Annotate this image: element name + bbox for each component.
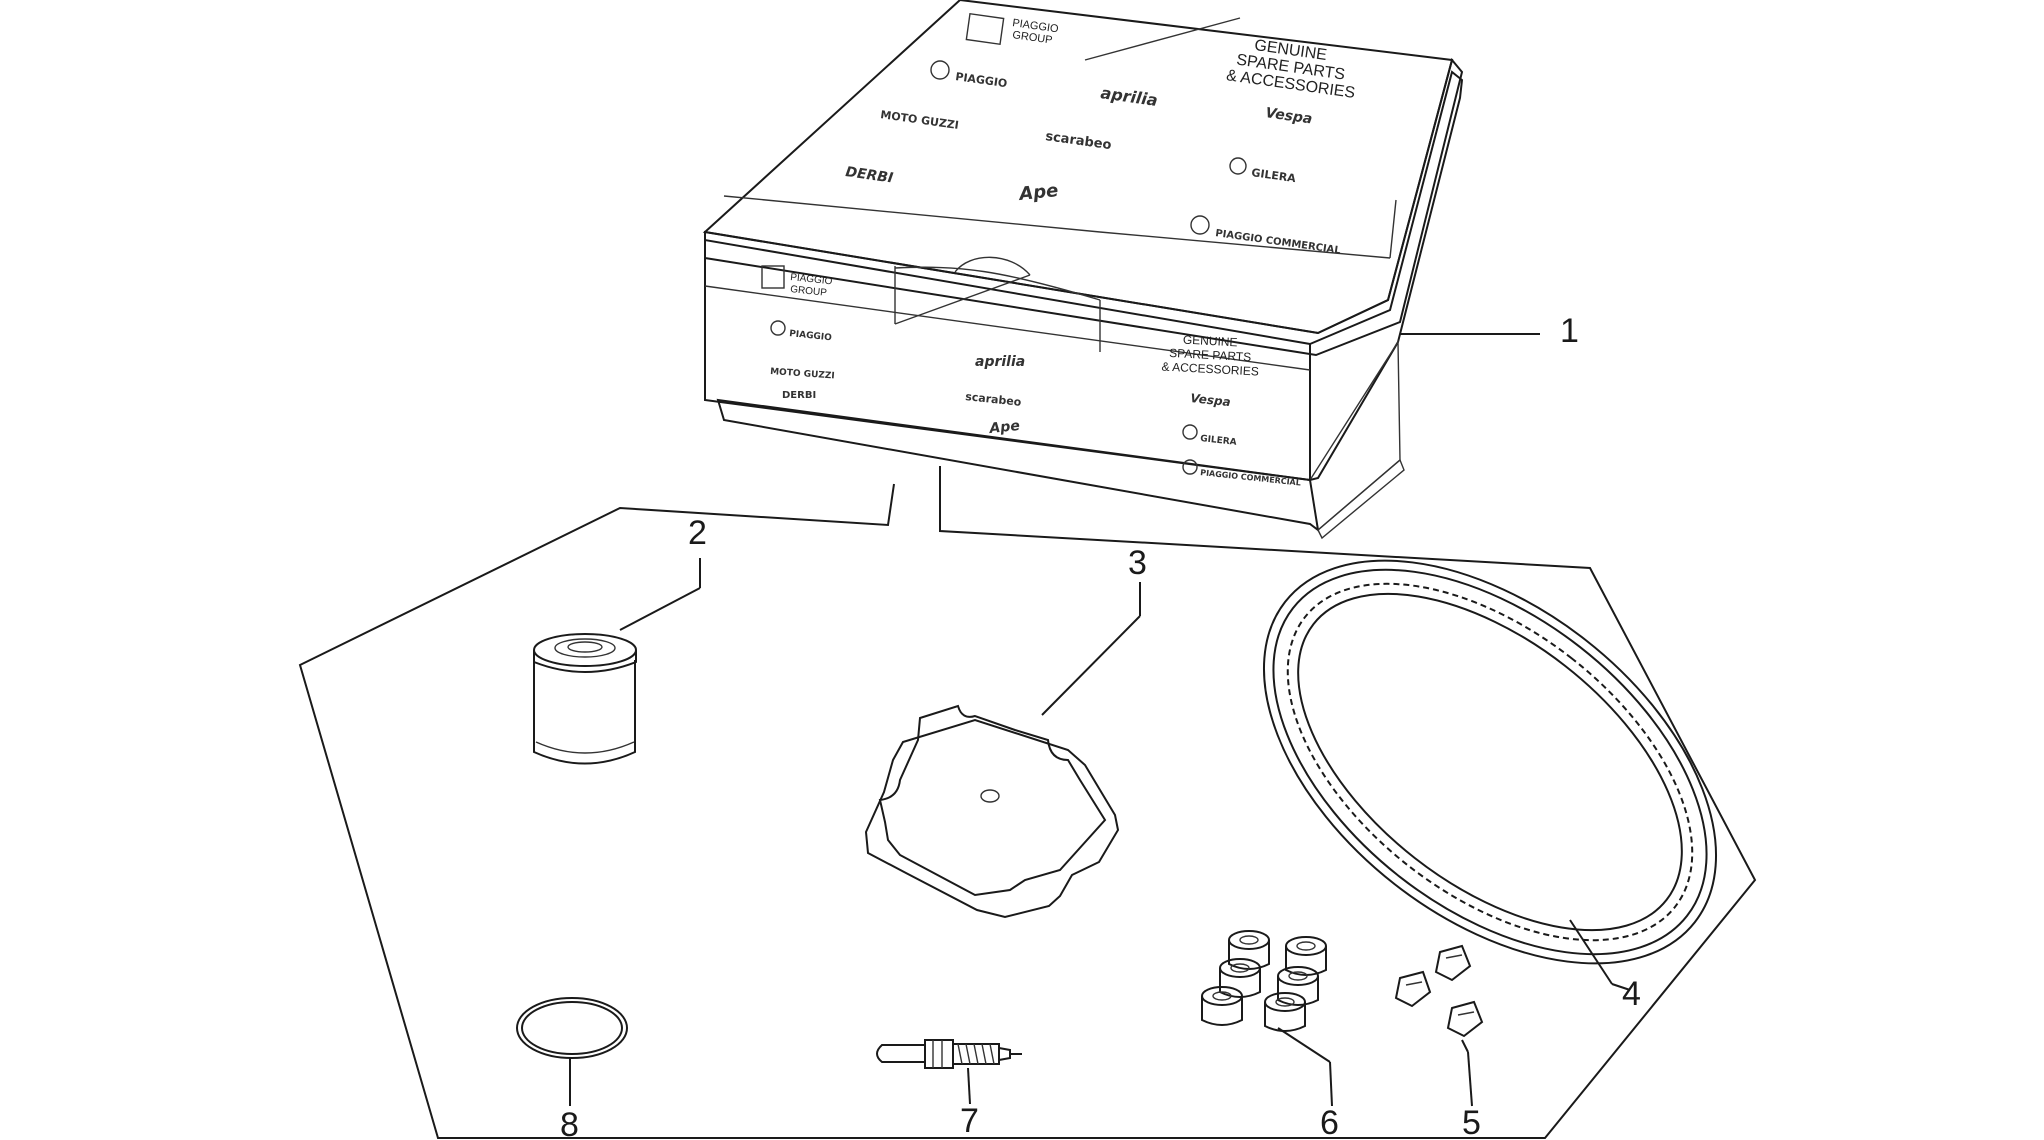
- front-brand-scarabeo: scarabeo: [965, 390, 1023, 409]
- front-brand-gilera: GILERA: [1200, 434, 1237, 448]
- front-title-line3: & ACCESSORIES: [1161, 359, 1259, 378]
- lid-brand-moto-guzzi: MOTO GUZZI: [880, 108, 960, 132]
- lid-brand-vespa: Vespa: [1264, 105, 1313, 127]
- callout-5: 5: [1462, 1104, 1481, 1140]
- lid-brand-scarabeo: scarabeo: [1044, 129, 1112, 153]
- front-title-line2: SPARE PARTS: [1169, 346, 1252, 364]
- leader-lines: [569, 333, 1631, 1107]
- callout-4: 4: [1622, 975, 1641, 1013]
- variator-rollers[interactable]: [1201, 930, 1327, 1032]
- o-ring[interactable]: [516, 997, 628, 1059]
- variator-sliders[interactable]: [1394, 944, 1484, 1038]
- front-brand-ape: Ape: [988, 418, 1021, 437]
- lid-brand-derbi: DERBI: [844, 164, 894, 187]
- front-brand-moto-guzzi: MOTO GUZZI: [770, 367, 835, 381]
- front-group-logo-line2: GROUP: [790, 284, 828, 299]
- callout-2: 2: [688, 514, 707, 552]
- callout-8: 8: [560, 1106, 579, 1140]
- drive-belt[interactable]: [1190, 480, 1791, 1044]
- lid-brand-ape: Ape: [1016, 180, 1059, 205]
- front-title-line1: GENUINE: [1183, 333, 1238, 350]
- front-brand-derbi: DERBI: [782, 390, 816, 401]
- lid-brand-piaggio-commercial: PIAGGIO COMMERCIAL: [1215, 228, 1342, 257]
- front-group-logo-line1: PIAGGIO: [790, 272, 833, 287]
- service-kit-box[interactable]: PIAGGIO GROUP GENUINE SPARE PARTS & ACCE…: [702, 0, 1464, 540]
- callout-7: 7: [960, 1102, 979, 1140]
- front-brand-piaggio: PIAGGIO: [789, 329, 833, 343]
- lid-group-logo-line2: GROUP: [1012, 29, 1054, 46]
- front-brand-aprilia: aprilia: [975, 354, 1025, 370]
- front-brand-vespa: Vespa: [1190, 391, 1232, 409]
- kit-boundary: [298, 466, 1757, 1139]
- air-filter[interactable]: [864, 704, 1120, 919]
- spark-plug[interactable]: [876, 1039, 1022, 1069]
- lid-brand-aprilia: aprilia: [1099, 83, 1158, 110]
- lid-brand-gilera: GILERA: [1251, 166, 1297, 185]
- callout-3: 3: [1128, 544, 1147, 582]
- callout-1: 1: [1560, 312, 1579, 350]
- lid-brand-piaggio: PIAGGIO: [955, 70, 1008, 90]
- callout-6: 6: [1320, 1104, 1339, 1140]
- oil-filter[interactable]: [533, 633, 637, 765]
